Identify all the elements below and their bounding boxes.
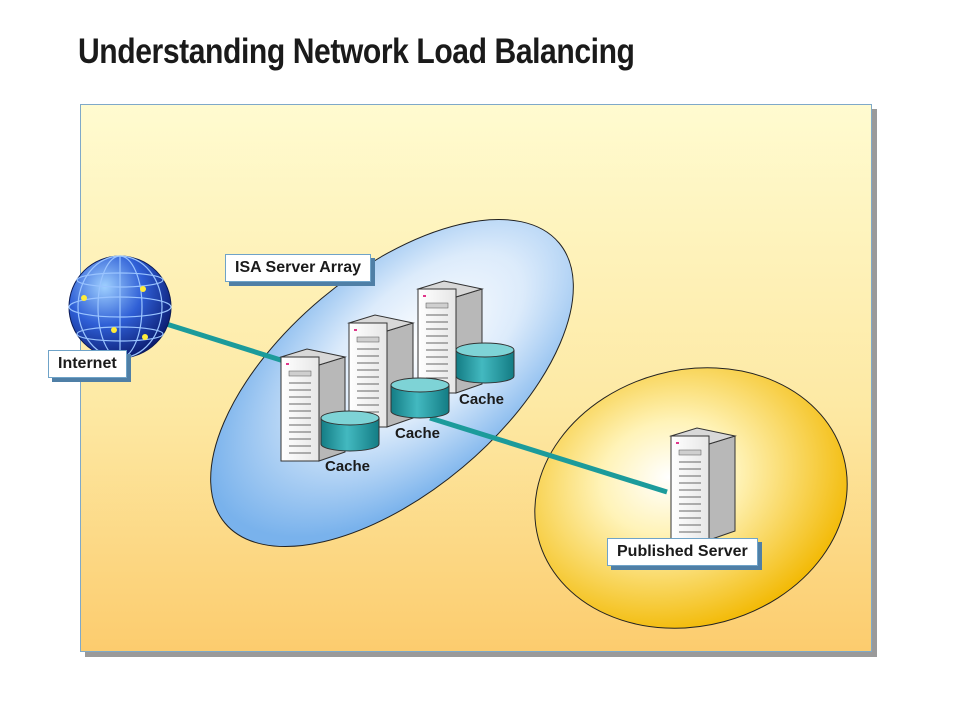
cache-label: Cache xyxy=(459,391,504,408)
cache-cylinder-icon xyxy=(455,342,515,384)
cache-label: Cache xyxy=(325,458,370,475)
globe-icon xyxy=(68,255,172,359)
server-link-line xyxy=(429,415,668,495)
server-icon xyxy=(670,427,736,541)
cache-cylinder-icon xyxy=(390,377,450,419)
slide-title: Understanding Network Load Balancing xyxy=(78,32,635,71)
published-server-label: Published Server xyxy=(607,538,758,566)
cache-label: Cache xyxy=(395,425,440,442)
cache-cylinder-icon xyxy=(320,410,380,452)
internet-link-line xyxy=(159,319,288,365)
internet-label: Internet xyxy=(48,350,127,378)
isa-server-array-label: ISA Server Array xyxy=(225,254,371,282)
